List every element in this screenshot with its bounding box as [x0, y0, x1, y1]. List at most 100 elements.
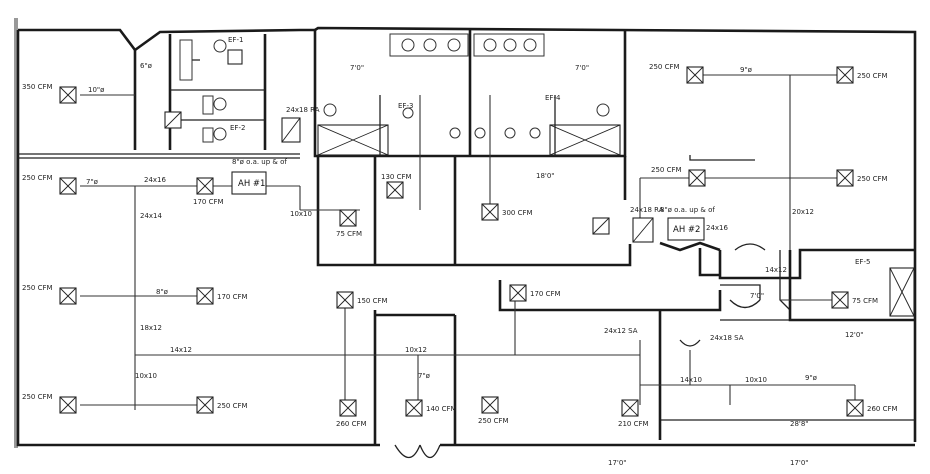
supply-diffuser: 210 CFM	[618, 399, 649, 428]
supply-diffuser: 250 CFM	[649, 63, 704, 84]
exterior-wall-hatch	[14, 18, 18, 448]
supply-diffuser: 250 CFM	[836, 169, 888, 187]
supply-diffuser: 250 CFM	[22, 174, 77, 195]
ef-label: EF-5	[855, 258, 870, 266]
dimension-label: 7'0"	[350, 64, 364, 72]
round-duct-label: 8"ø	[156, 288, 169, 296]
note-label: 8"ø o.a. up & of	[232, 158, 287, 166]
diffuser-cross	[405, 399, 423, 417]
supply-diffuser: 75 CFM	[831, 291, 878, 309]
diffuser-cfm-label: 260 CFM	[867, 405, 898, 413]
diffuser-cfm-label: 75 CFM	[852, 297, 878, 305]
diffuser-cross	[831, 291, 849, 309]
supply-diffuser: 250 CFM	[651, 166, 706, 187]
diffuser-cfm-label: 250 CFM	[478, 417, 509, 425]
diffuser-cross	[59, 177, 77, 195]
dimension-label: 17'0"	[790, 459, 809, 467]
duct-size-label: 14x12	[170, 346, 192, 354]
exterior-walls	[16, 26, 917, 447]
diffuser-cfm-label: 130 CFM	[381, 173, 412, 181]
dimension-label: 28'8"	[790, 420, 809, 428]
dimension-label: 12'0"	[845, 331, 864, 339]
ahu-2-label: AH #2	[673, 225, 700, 235]
plan-labels: EF-1 EF-2 EF-3 EF-4 EF-5 7'0" 7'0" 7'0" …	[86, 36, 870, 467]
diffuser-cfm-label: 150 CFM	[357, 297, 388, 305]
diffuser-cfm-label: 170 CFM	[217, 293, 248, 301]
supply-diffuser: 350 CFM	[22, 83, 77, 104]
diffuser-cfm-label: 250 CFM	[651, 166, 682, 174]
round-duct-label: 7"ø	[86, 178, 99, 186]
diffuser-cfm-label: 260 CFM	[336, 420, 367, 428]
duct-size-label: 10x10	[135, 372, 157, 380]
supply-diffuser: 250 CFM	[836, 66, 888, 84]
supply-diffuser: 140 CFM	[405, 399, 457, 417]
diffuser-cfm-label: 210 CFM	[618, 420, 649, 428]
diffuser-cross	[481, 396, 499, 414]
dimension-label: 7'0"	[750, 292, 764, 300]
round-duct-label: 10"ø	[88, 86, 105, 94]
supply-diffuser: 250 CFM	[22, 284, 77, 305]
duct-size-label: 24x18 RA	[286, 106, 320, 114]
supply-diffuser: 75 CFM	[336, 209, 362, 238]
return-grilles	[164, 111, 915, 317]
duct-size-label: 14x12	[765, 266, 787, 274]
duct-size-label: 24x18 SA	[710, 334, 744, 342]
diffuser-cfm-label: 140 CFM	[426, 405, 457, 413]
diffuser-cfm-label: 250 CFM	[22, 284, 53, 292]
diffuser-cross	[688, 169, 706, 187]
diffuser-cfm-label: 250 CFM	[217, 402, 248, 410]
ef-label: EF-1	[228, 36, 243, 44]
door-swings	[394, 243, 766, 459]
dimension-label: 18'0"	[536, 172, 555, 180]
duct-size-label: 20x12	[792, 208, 814, 216]
diffuser-cross	[481, 203, 499, 221]
diffuser-cross	[846, 399, 864, 417]
supply-diffuser: 170 CFM	[509, 284, 561, 302]
supply-diffuser: 250 CFM	[22, 393, 77, 414]
ahu-1: AH #1	[231, 171, 267, 195]
diffuser-cross	[386, 181, 404, 199]
duct-size-label: 24x16	[706, 224, 729, 232]
diffuser-cross	[336, 291, 354, 309]
diffuser-cfm-label: 250 CFM	[649, 63, 680, 71]
diffuser-cross	[59, 287, 77, 305]
diffusers: 350 CFM 250 CFM 250 CFM 170 CFM 250 CFM 170 C…	[22, 63, 898, 428]
supply-diffuser: 300 CFM	[481, 203, 533, 221]
round-duct-label: 9"ø	[740, 66, 753, 74]
duct-size-label: 18x12	[140, 324, 162, 332]
diffuser-cross	[339, 209, 357, 227]
restroom-block-center	[313, 30, 627, 158]
supply-diffuser: 150 CFM	[336, 291, 388, 309]
round-duct-label: 9"ø	[805, 374, 818, 382]
duct-size-label: 10x10	[745, 376, 767, 384]
diffuser-cfm-label: 250 CFM	[857, 72, 888, 80]
supply-diffuser: 170 CFM	[196, 287, 248, 305]
diffuser-cfm-label: 250 CFM	[857, 175, 888, 183]
note-label: 8"ø o.a. up & of	[660, 206, 715, 214]
round-duct-label: 6"ø	[140, 62, 153, 70]
diffuser-cfm-label: 250 CFM	[22, 393, 53, 401]
diffuser-cfm-label: 350 CFM	[22, 83, 53, 91]
supply-diffuser: 130 CFM	[381, 173, 412, 199]
diffuser-cross	[339, 399, 357, 417]
duct-size-label: 24x12 SA	[604, 327, 638, 335]
duct-size-label: 10x10	[290, 210, 312, 218]
supply-diffuser: 250 CFM	[478, 396, 509, 425]
diffuser-cross	[59, 396, 77, 414]
supply-diffuser: 260 CFM	[846, 399, 898, 417]
diffuser-cfm-label: 170 CFM	[530, 290, 561, 298]
diffuser-cfm-label: 250 CFM	[22, 174, 53, 182]
dimension-label: 17'0"	[608, 459, 627, 467]
diffuser-cross	[686, 66, 704, 84]
duct-size-label: 24x14	[140, 212, 163, 220]
dimension-label: 7'0"	[575, 64, 589, 72]
diffuser-cross	[836, 169, 854, 187]
ahu-2: AH #2	[667, 217, 705, 241]
round-duct-label: 7"ø	[418, 372, 431, 380]
ductwork	[80, 74, 856, 410]
diffuser-cross	[196, 287, 214, 305]
diffuser-cfm-label: 170 CFM	[193, 198, 224, 206]
duct-size-label: 10x12	[405, 346, 427, 354]
supply-diffuser: 250 CFM	[196, 396, 248, 414]
